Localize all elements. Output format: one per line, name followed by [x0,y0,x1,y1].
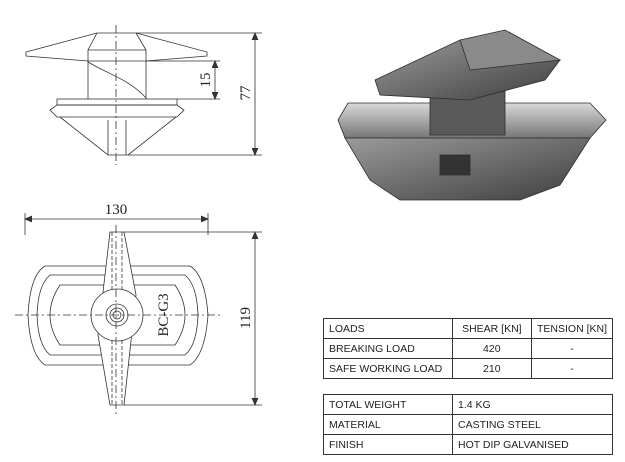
spec-value: HOT DIP GALVANISED [452,434,613,455]
part-marking: BC-G3 [156,293,172,336]
table-header-row: LOADS SHEAR [KN] TENSION [KN] [323,318,614,339]
row-label: BREAKING LOAD [323,338,453,359]
dimension-height: 77 [238,85,254,101]
shear-value: 210 [451,358,532,379]
table-row: MATERIAL CASTING STEEL [323,414,613,435]
table-row: SAFE WORKING LOAD 210 - [323,358,614,379]
header-shear: SHEAR [KN] [451,318,532,339]
plan-view: 130 119 BC-G3 [15,202,262,415]
row-label: SAFE WORKING LOAD [323,358,453,379]
product-render [337,29,607,201]
spec-value: 1.4 KG [452,394,613,415]
spec-value: CASTING STEEL [452,414,613,435]
tension-value: - [530,338,614,359]
tension-value: - [530,358,614,379]
loads-table: LOADS SHEAR [KN] TENSION [KN] BREAKING L… [323,318,614,379]
table-row: FINISH HOT DIP GALVANISED [323,434,613,455]
header-tension: TENSION [KN] [530,318,614,339]
spec-table: TOTAL WEIGHT 1.4 KG MATERIAL CASTING STE… [323,394,613,455]
side-view: 15 77 [25,25,262,165]
table-row: TOTAL WEIGHT 1.4 KG [323,394,613,415]
table-row: BREAKING LOAD 420 - [323,338,614,359]
dimension-lift: 15 [198,73,214,88]
shear-value: 420 [451,338,532,359]
dimension-width: 130 [105,202,128,218]
dimension-depth: 119 [238,307,254,329]
spec-label: TOTAL WEIGHT [323,394,453,415]
spec-label: FINISH [323,434,453,455]
spec-label: MATERIAL [323,414,453,435]
header-loads: LOADS [323,318,453,339]
